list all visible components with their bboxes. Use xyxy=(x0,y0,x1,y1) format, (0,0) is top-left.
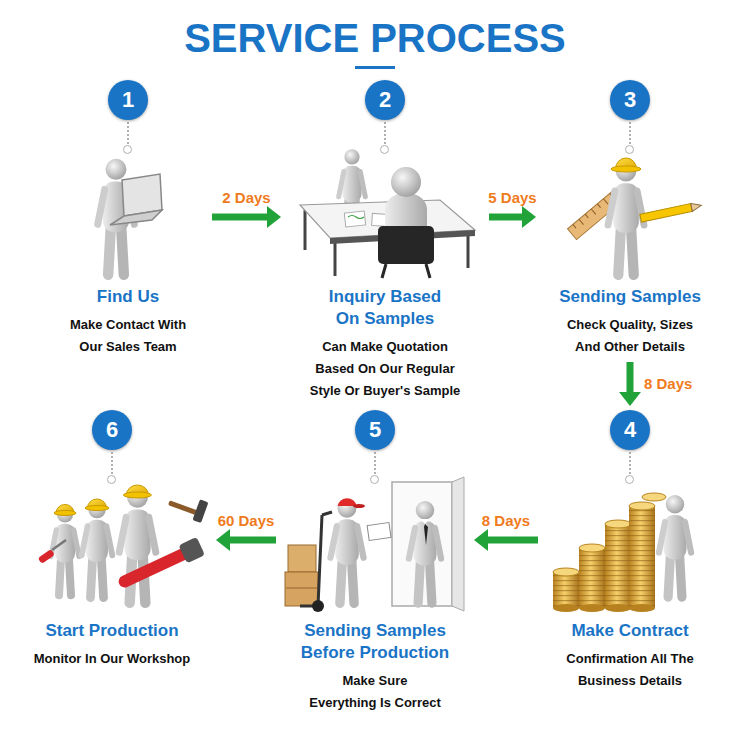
flow-arrow xyxy=(619,362,641,406)
process-step: 4Make ContractConfirmation All The Busin… xyxy=(542,410,718,692)
step-description: Confirmation All The Business Details xyxy=(542,648,718,692)
arrow-shaft xyxy=(627,362,634,394)
dotted-line xyxy=(111,452,113,474)
figure-workers xyxy=(38,485,209,603)
arrow-head xyxy=(216,529,230,551)
flow-arrow xyxy=(474,529,538,551)
figure-desk-meeting xyxy=(300,149,475,278)
figure-laptop-man xyxy=(98,159,162,275)
step-description: Monitor In Our Workshop xyxy=(12,648,212,670)
step-heading: Sending Samples Before Production xyxy=(280,620,470,664)
dotted-line xyxy=(384,122,386,144)
process-step: 2Inquiry Based On SamplesCan Make Quotat… xyxy=(285,80,485,402)
dotted-line xyxy=(629,122,631,144)
process-step: 6Start ProductionMonitor In Our Workshop xyxy=(12,410,212,670)
step-heading: Start Production xyxy=(12,620,212,642)
stem-dot xyxy=(370,475,379,484)
arrow-head xyxy=(619,392,641,406)
stem-dot xyxy=(625,145,634,154)
step-number: 2 xyxy=(365,80,405,120)
step-description: Make Contact With Our Sales Team xyxy=(48,314,208,358)
leader-stem xyxy=(369,450,381,620)
step-number: 3 xyxy=(610,80,650,120)
step-description: Check Quality, Sizes And Other Details xyxy=(540,314,720,358)
figure-inspector xyxy=(568,158,703,275)
step-description: Make Sure Everything Is Correct xyxy=(280,670,470,714)
dotted-line xyxy=(374,452,376,474)
process-step: 5Sending Samples Before ProductionMake S… xyxy=(280,410,470,714)
diagram-title: SERVICE PROCESS xyxy=(0,14,750,62)
arrow-head xyxy=(474,529,488,551)
duration-label: 8 Days xyxy=(644,375,692,393)
dotted-line xyxy=(127,122,129,144)
arrow-shaft xyxy=(489,214,524,221)
title-underline xyxy=(355,66,395,69)
stem-dot xyxy=(123,145,132,154)
figure-delivery xyxy=(285,477,464,612)
step-heading: Sending Samples xyxy=(540,286,720,308)
flow-arrow xyxy=(212,206,281,228)
step-heading: Inquiry Based On Samples xyxy=(285,286,485,330)
figure-coin-stacks xyxy=(553,493,691,612)
leader-stem xyxy=(106,450,118,620)
leader-stem xyxy=(624,120,636,286)
step-heading: Make Contract xyxy=(542,620,718,642)
duration-label: 2 Days xyxy=(222,189,270,207)
arrow-head xyxy=(267,206,281,228)
step-number: 5 xyxy=(355,410,395,450)
arrow-shaft xyxy=(212,214,269,221)
step-heading: Find Us xyxy=(48,286,208,308)
step-number: 4 xyxy=(610,410,650,450)
flow-arrow xyxy=(489,206,536,228)
arrow-head xyxy=(522,206,536,228)
duration-label: 60 Days xyxy=(218,512,275,530)
duration-label: 8 Days xyxy=(482,512,530,530)
step-number: 6 xyxy=(92,410,132,450)
leader-stem xyxy=(122,120,134,286)
process-step: 3Sending SamplesCheck Quality, Sizes And… xyxy=(540,80,720,358)
step-description: Can Make Quotation Based On Our Regular … xyxy=(285,336,485,402)
leader-stem xyxy=(379,120,391,286)
process-step: 1Find Us Make Contact With Our Sales Team xyxy=(48,80,208,358)
step-number: 1 xyxy=(108,80,148,120)
stem-dot xyxy=(107,475,116,484)
duration-label: 5 Days xyxy=(488,189,536,207)
dotted-line xyxy=(629,452,631,474)
stem-dot xyxy=(625,475,634,484)
arrow-shaft xyxy=(228,537,276,544)
flow-arrow xyxy=(216,529,276,551)
leader-stem xyxy=(624,450,636,620)
stem-dot xyxy=(380,145,389,154)
arrow-shaft xyxy=(486,537,538,544)
